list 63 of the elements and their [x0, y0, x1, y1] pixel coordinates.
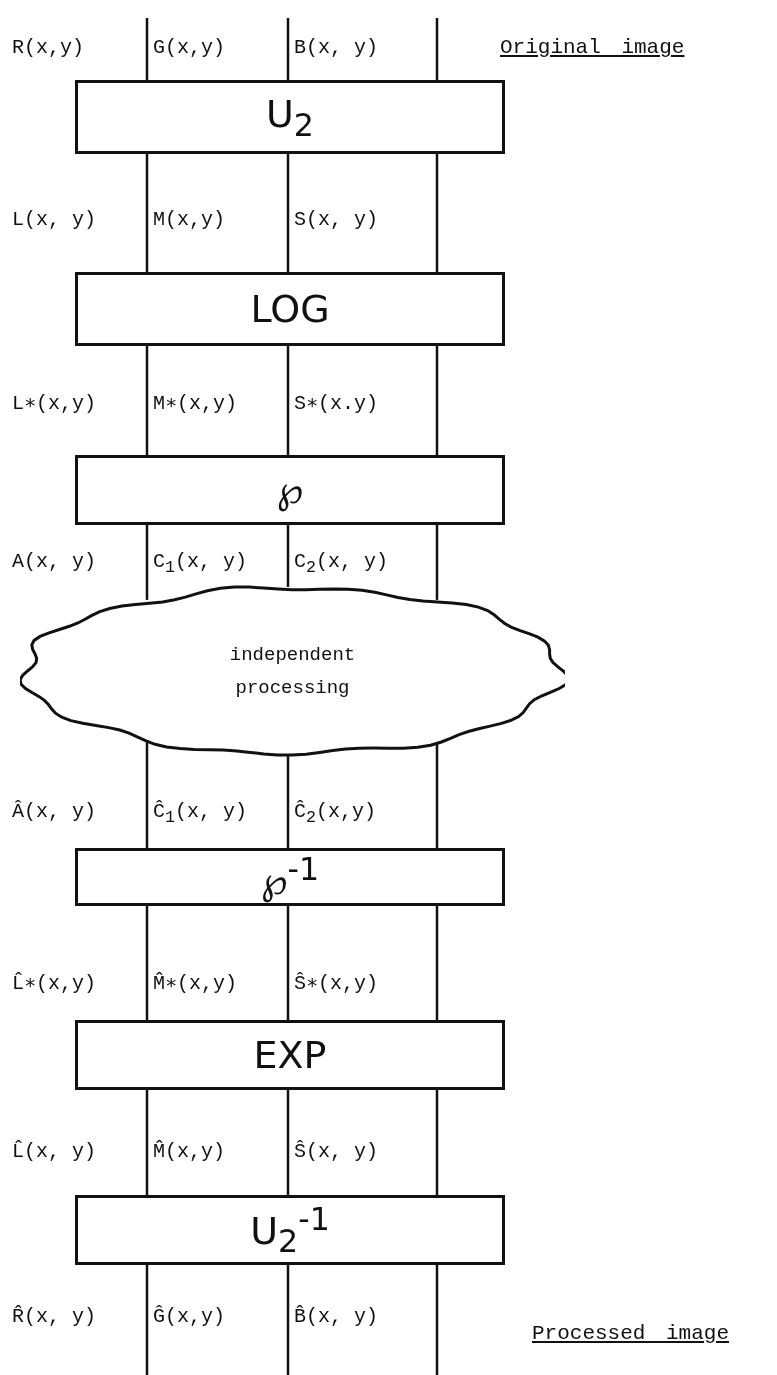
signal-label: Ĝ(x,y) — [153, 1305, 225, 1328]
signal-line — [286, 1265, 290, 1375]
process-box — [75, 848, 505, 906]
signal-line — [286, 755, 290, 848]
signal-line — [286, 1090, 290, 1195]
signal-line — [145, 1090, 149, 1195]
signal-line — [286, 346, 290, 455]
operator-label: U$_{2}$ — [266, 91, 314, 143]
caption-text: Original image — [500, 36, 685, 59]
signal-label: Â(x, y) — [12, 800, 96, 823]
signal-label: R(x,y) — [12, 36, 84, 59]
signal-label: S∗(x.y) — [294, 391, 379, 415]
signal-line — [145, 906, 149, 1020]
operator-label: EXP — [253, 1033, 327, 1077]
process-box — [75, 272, 505, 346]
signal-label: M(x,y) — [153, 208, 225, 231]
process-cloud — [20, 583, 565, 760]
operator-label: ℘$^{-1}$ — [260, 851, 320, 903]
signal-label: Ĉ$_{1}$(x, y) — [153, 800, 248, 827]
signal-label: B̂(x, y) — [294, 1305, 378, 1328]
process-label: independent processing — [228, 643, 357, 701]
signal-line — [145, 346, 149, 455]
signal-label: C$_{2}$(x, y) — [294, 550, 389, 577]
signal-label: G(x,y) — [153, 36, 225, 59]
signal-line — [435, 906, 439, 1020]
signal-line — [435, 154, 439, 272]
signal-line — [435, 18, 439, 80]
signal-label: B(x, y) — [294, 36, 378, 59]
process-box — [75, 80, 505, 154]
signal-label: L̂∗(x,y) — [12, 971, 97, 995]
signal-line — [286, 18, 290, 80]
signal-label: Ŝ(x, y) — [294, 1140, 378, 1163]
signal-label: R̂(x, y) — [12, 1305, 96, 1328]
caption-text: Processed image — [532, 1322, 730, 1345]
signal-label: A(x, y) — [12, 550, 96, 573]
signal-label: L∗(x,y) — [12, 391, 97, 415]
signal-line — [145, 742, 149, 848]
process-box — [75, 1195, 505, 1265]
signal-label: S(x, y) — [294, 208, 378, 231]
signal-label: M̂(x,y) — [153, 1140, 225, 1163]
signal-line — [286, 154, 290, 272]
signal-line — [286, 525, 290, 587]
signal-line — [435, 1090, 439, 1195]
signal-line — [435, 525, 439, 600]
signal-label: Ĉ$_{2}$(x,y) — [294, 800, 377, 827]
operator-label: ℘ — [276, 468, 304, 512]
signal-label: M̂∗(x,y) — [153, 971, 238, 995]
process-box — [75, 455, 505, 525]
signal-line — [435, 346, 439, 455]
signal-line — [145, 154, 149, 272]
signal-line — [435, 742, 439, 848]
signal-label: L(x, y) — [12, 208, 96, 231]
operator-label: LOG — [250, 287, 330, 331]
signal-line — [145, 1265, 149, 1375]
signal-line — [145, 525, 149, 600]
signal-label: Ŝ∗(x,y) — [294, 971, 379, 995]
signal-line — [145, 18, 149, 80]
signal-label: M∗(x,y) — [153, 391, 238, 415]
signal-label: L̂(x, y) — [12, 1140, 96, 1163]
signal-line — [435, 1265, 439, 1375]
signal-line — [286, 906, 290, 1020]
process-box — [75, 1020, 505, 1090]
signal-label: C$_{1}$(x, y) — [153, 550, 248, 577]
